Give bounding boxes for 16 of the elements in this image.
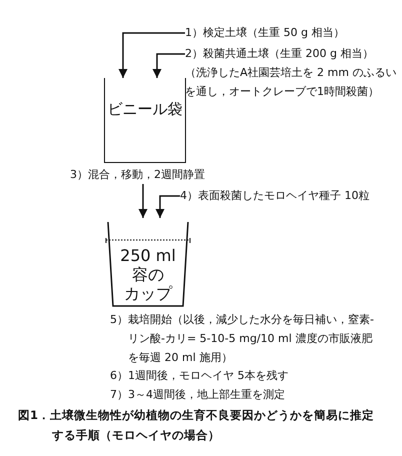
- figure-caption: 図1．土壌微生物性が幼植物の生育不良要因かどうかを簡易に推定する手順（モロヘイヤの場合）: [18, 407, 376, 444]
- plastic-bag-outline: [104, 78, 186, 163]
- step-text: （洗浄したA社園芸培土を 2 mm のふるいを通し，オートクレーブで1時間殺菌）: [185, 65, 397, 100]
- arrow: [118, 32, 185, 78]
- container-label: 250 ml 容のカップ: [119, 246, 177, 303]
- step-text: 4）表面殺菌したモロヘイヤ種子 10粒: [180, 188, 370, 204]
- container-label: ビニール袋: [106, 100, 184, 119]
- arrow: [138, 184, 148, 218]
- step-text: 6）1週間後，モロヘイヤ 5本を残す: [110, 368, 290, 384]
- arrow: [152, 53, 185, 78]
- step-text: 1）検定土壌（生重 50 g 相当）: [185, 25, 346, 41]
- arrow: [156, 195, 180, 218]
- step-text: 7）3～4週間後，地上部生重を測定: [110, 387, 286, 403]
- step-text: 3）混合，移動，2週間静置: [70, 167, 206, 183]
- step-text: 5）栽培開始（以後，減少した水分を毎日補い，窒素-リン酸-カリ= 5-10-5 mg/10 ml 濃度の市販液肥を毎週 20 ml 施用）: [110, 312, 375, 366]
- step-text: 2）殺菌共通土壌（生重 200 g 相当）: [185, 46, 374, 62]
